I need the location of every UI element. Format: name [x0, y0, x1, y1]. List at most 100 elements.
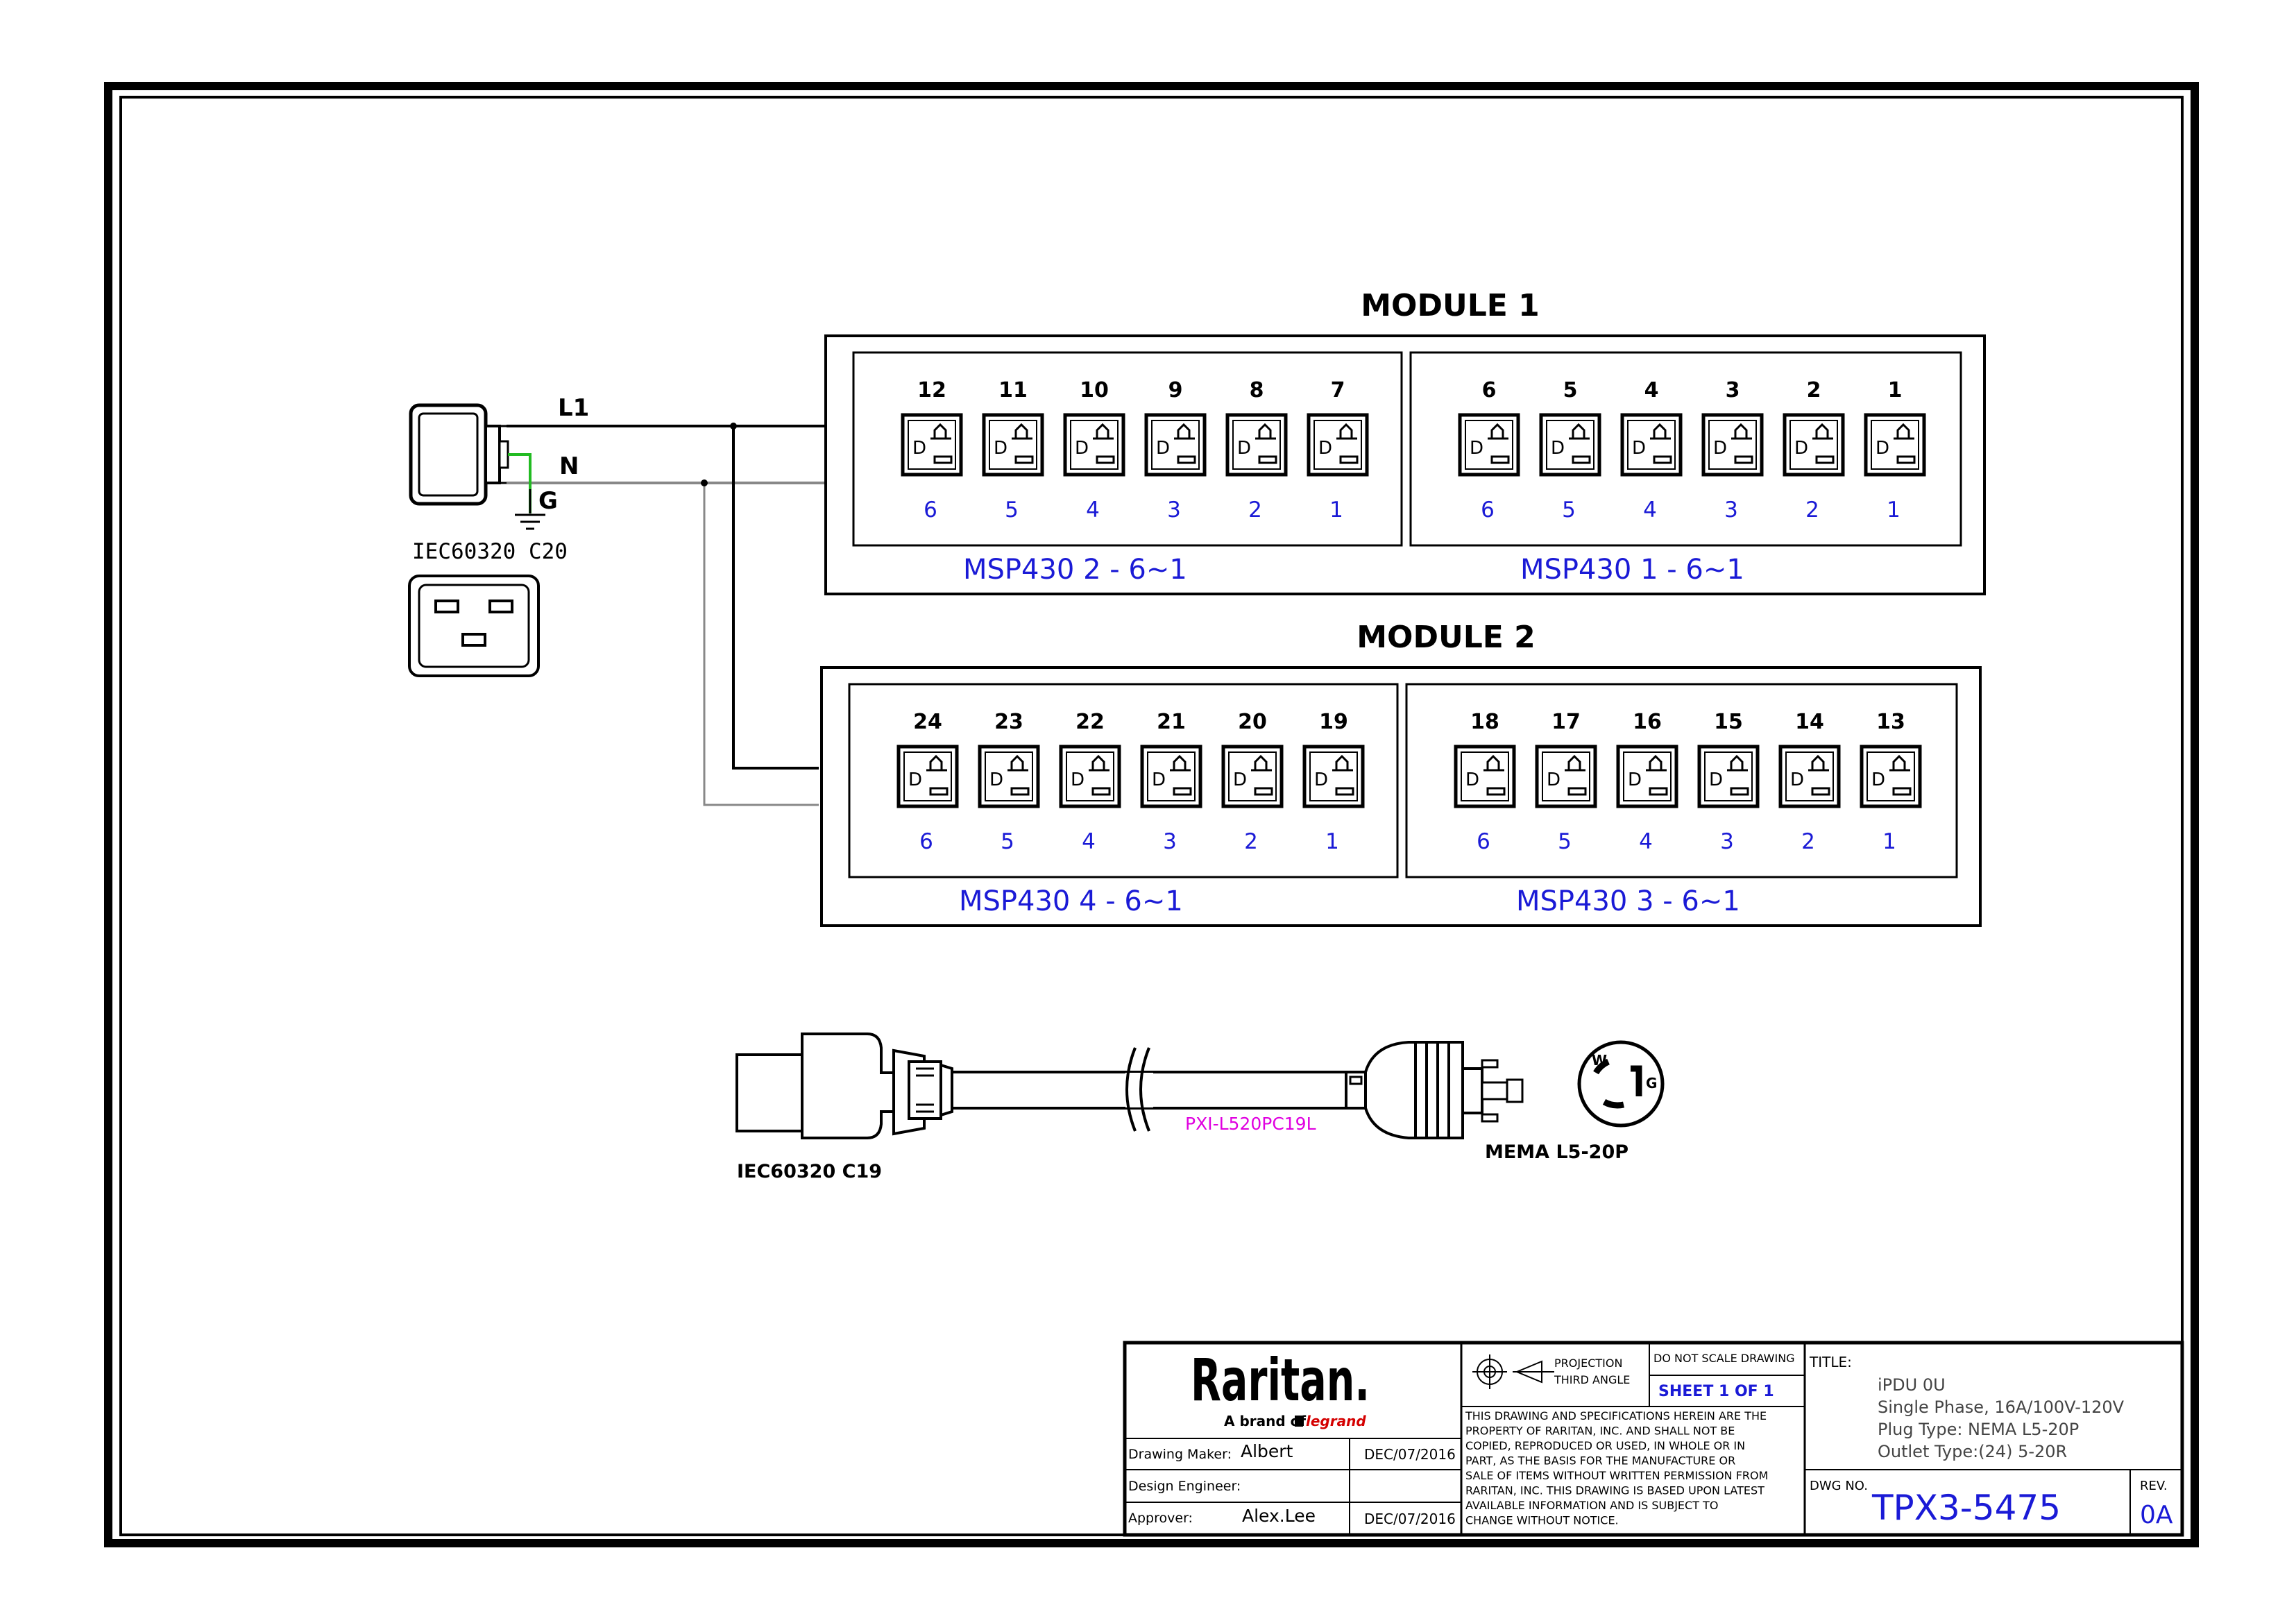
brand-name: legrand: [1306, 1413, 1366, 1429]
dwg-no: TPX3-5475: [1871, 1488, 2061, 1528]
outlet-number: 4: [1644, 378, 1659, 402]
inlet-diagram: L1 N G IEC60320 C20: [408, 394, 826, 677]
n-label: N: [559, 452, 579, 480]
outlet-number: 8: [1250, 378, 1264, 402]
bank-frame: [848, 683, 1399, 878]
notice-line: CHANGE WITHOUT NOTICE.: [1465, 1514, 1619, 1527]
port-label: 5: [1005, 498, 1019, 522]
outlet-number: 21: [1157, 710, 1186, 734]
port-label: 2: [1244, 829, 1258, 854]
projection-line1: PROJECTION: [1554, 1357, 1622, 1370]
notice-line: COPIED, REPRODUCED OR USED, IN WHOLE OR …: [1465, 1439, 1745, 1452]
outlet-glyph: D: [1156, 438, 1170, 459]
rev-value: 0A: [2140, 1501, 2173, 1529]
title-line: iPDU 0U: [1878, 1375, 1946, 1395]
outlet-number: 13: [1876, 710, 1905, 734]
nema-5-20r-outlet-icon: D: [1620, 413, 1683, 477]
outlet-glyph: D: [994, 438, 1007, 459]
outlet-glyph: D: [1314, 770, 1328, 790]
outlet-glyph: D: [1237, 438, 1251, 459]
port-label: 3: [1163, 829, 1177, 854]
design-engineer-label: Design Engineer:: [1128, 1479, 1241, 1494]
feeder-wiring: [701, 423, 819, 806]
port-label: 3: [1167, 498, 1181, 522]
nema-5-20r-outlet-icon: D: [1864, 413, 1926, 477]
outlet-number: 11: [998, 378, 1028, 402]
nema-5-20r-outlet-icon: D: [901, 413, 963, 477]
module-frame: [824, 334, 1986, 595]
module-frame: [820, 666, 1982, 927]
port-label: 1: [1887, 498, 1900, 522]
nema-5-20r-outlet-icon: D: [1535, 745, 1597, 808]
drawing-maker-label: Drawing Maker:: [1128, 1447, 1232, 1462]
notice-line: RARITAN, INC. THIS DRAWING IS BASED UPON…: [1465, 1484, 1764, 1497]
face-w-label: W: [1592, 1052, 1607, 1069]
outlet-number: 19: [1319, 710, 1348, 734]
title-line: Plug Type: NEMA L5-20P: [1878, 1420, 2079, 1439]
title-block: [1123, 1341, 2184, 1537]
outlet-number: 6: [1482, 378, 1497, 402]
outlet-number: 10: [1080, 378, 1109, 402]
nema-5-20r-outlet-icon: D: [896, 745, 959, 808]
notice-line: SALE OF ITEMS WITHOUT WRITTEN PERMISSION…: [1465, 1469, 1768, 1482]
port-label: 5: [1558, 829, 1572, 854]
outlet-glyph: D: [1470, 438, 1483, 459]
outlet-glyph: D: [1071, 770, 1085, 790]
outlet-glyph: D: [1794, 438, 1808, 459]
port-label: 1: [1329, 498, 1343, 522]
outlet-number: 23: [994, 710, 1023, 734]
title-label: TITLE:: [1809, 1354, 1852, 1370]
outlet-glyph: D: [1871, 770, 1885, 790]
outlet-number: 17: [1551, 710, 1581, 734]
l5-20p-face-icon: [1577, 1040, 1665, 1128]
nema-5-20r-outlet-icon: D: [1307, 413, 1369, 477]
outlet-glyph: D: [1075, 438, 1089, 459]
bank-frame: [1409, 351, 1962, 547]
notice-line: PART, AS THE BASIS FOR THE MANUFACTURE O…: [1465, 1454, 1735, 1468]
nema-5-20r-outlet-icon: D: [1778, 745, 1841, 808]
l1-label: L1: [558, 394, 589, 422]
outlet-glyph: D: [1318, 438, 1332, 459]
nema-5-20r-outlet-icon: D: [1144, 413, 1207, 477]
nema-5-20r-outlet-icon: D: [1783, 413, 1845, 477]
bank-frame: [852, 351, 1403, 547]
nema-5-20r-outlet-icon: D: [1059, 745, 1121, 808]
port-label: 4: [1086, 498, 1100, 522]
outlet-glyph: D: [1547, 770, 1561, 790]
approver-value: Alex.Lee: [1242, 1506, 1316, 1526]
outlet-number: 14: [1795, 710, 1824, 734]
outlet-number: 5: [1563, 378, 1578, 402]
bank-label: MSP430 1 - 6~1: [1520, 554, 1744, 586]
port-label: 5: [1562, 498, 1576, 522]
drawing-maker-value: Albert: [1241, 1441, 1293, 1461]
port-label: 2: [1248, 498, 1262, 522]
outlet-number: 2: [1807, 378, 1821, 402]
dwg-no-label: DWG NO.: [1810, 1479, 1868, 1493]
port-label: 2: [1805, 498, 1819, 522]
outlet-number: 12: [917, 378, 946, 402]
port-label: 1: [1325, 829, 1339, 854]
bank-frame: [1405, 683, 1958, 878]
port-label: 3: [1724, 498, 1738, 522]
bank-label: MSP430 3 - 6~1: [1516, 885, 1740, 917]
port-label: 5: [1001, 829, 1014, 854]
outlet-glyph: D: [1551, 438, 1565, 459]
c20-inlet-face-icon: [408, 575, 540, 677]
face-g-label: G: [1646, 1075, 1657, 1091]
outlet-glyph: D: [1632, 438, 1646, 459]
module-title: MODULE 2: [1357, 620, 1535, 655]
outlet-glyph: D: [1233, 770, 1247, 790]
inlet-type-label: IEC60320 C20: [412, 539, 568, 564]
outlet-number: 15: [1714, 710, 1743, 734]
outer-border: [104, 82, 2199, 1547]
plug-label: MEMA L5-20P: [1485, 1141, 1629, 1163]
port-label: 1: [1882, 829, 1896, 854]
approver-label: Approver:: [1128, 1511, 1193, 1526]
nema-5-20r-outlet-icon: D: [1860, 745, 1922, 808]
